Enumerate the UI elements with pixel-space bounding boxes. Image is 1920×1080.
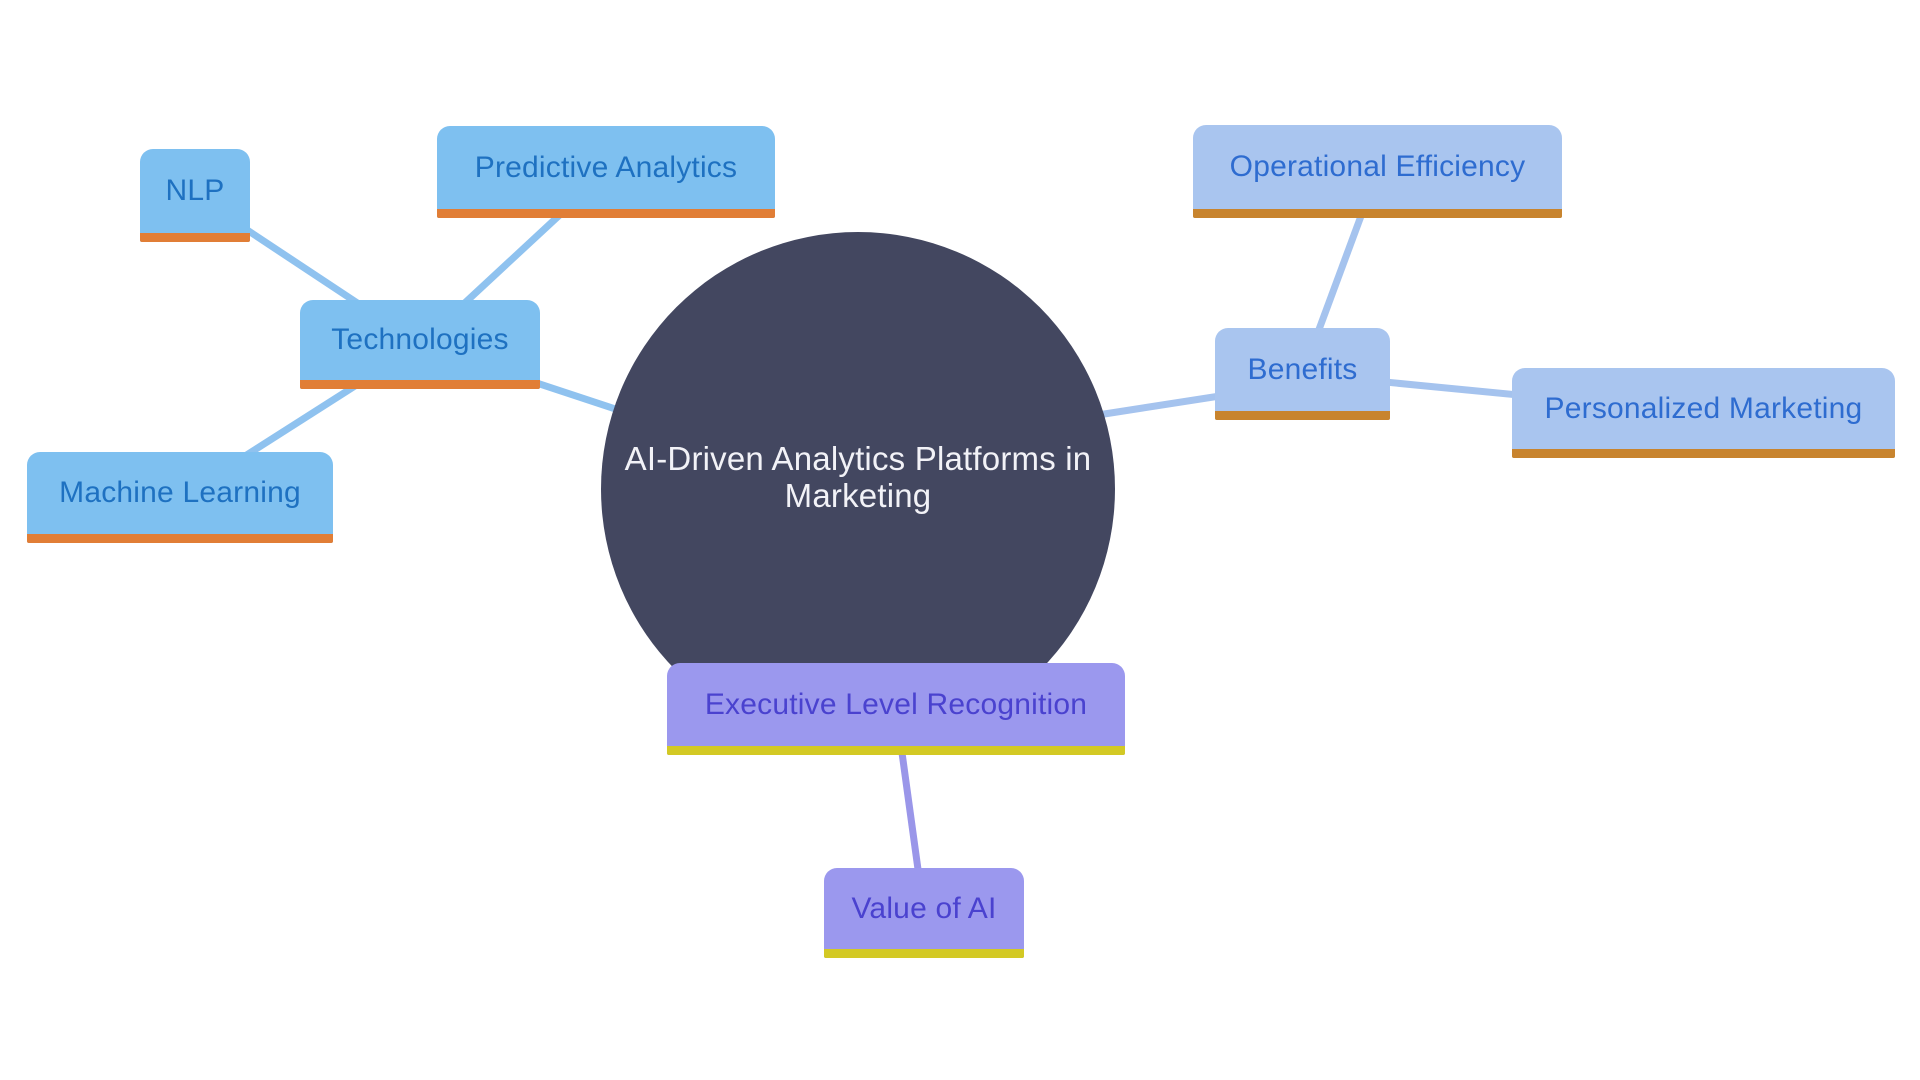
node-accent-bar <box>437 209 775 218</box>
node-label-area: NLP <box>140 149 250 233</box>
node-label-area: Predictive Analytics <box>437 126 775 209</box>
node-predictive-analytics[interactable]: Predictive Analytics <box>437 126 775 218</box>
node-label: Value of AI <box>851 891 997 925</box>
node-label-area: Value of AI <box>824 868 1024 949</box>
node-label: Personalized Marketing <box>1544 391 1863 425</box>
node-machine-learning[interactable]: Machine Learning <box>27 452 333 543</box>
node-personalized-marketing[interactable]: Personalized Marketing <box>1512 368 1895 458</box>
node-value-of-ai[interactable]: Value of AI <box>824 868 1024 958</box>
node-technologies[interactable]: Technologies <box>300 300 540 389</box>
node-label: NLP <box>165 174 225 207</box>
node-label-area: Benefits <box>1215 328 1390 411</box>
node-accent-bar <box>1215 411 1390 420</box>
node-label: Predictive Analytics <box>474 150 738 184</box>
node-accent-bar <box>27 534 333 543</box>
node-label: Machine Learning <box>59 476 301 509</box>
central-node[interactable]: AI-Driven Analytics Platforms in Marketi… <box>601 232 1115 746</box>
node-label: Technologies <box>331 323 509 356</box>
node-accent-bar <box>300 380 540 389</box>
node-accent-bar <box>1193 209 1562 218</box>
node-label: Executive Level Recognition <box>704 687 1088 721</box>
node-benefits[interactable]: Benefits <box>1215 328 1390 420</box>
node-executive-level-recognition[interactable]: Executive Level Recognition <box>667 663 1125 755</box>
node-label-area: Machine Learning <box>27 452 333 534</box>
node-accent-bar <box>667 746 1125 755</box>
node-label-area: Personalized Marketing <box>1512 368 1895 449</box>
node-label: Benefits <box>1247 352 1358 386</box>
node-accent-bar <box>1512 449 1895 458</box>
node-label-area: Operational Efficiency <box>1193 125 1562 209</box>
node-accent-bar <box>824 949 1024 958</box>
node-operational-efficiency[interactable]: Operational Efficiency <box>1193 125 1562 218</box>
node-label: Operational Efficiency <box>1229 150 1526 183</box>
node-label-area: Technologies <box>300 300 540 380</box>
node-label-area: Executive Level Recognition <box>667 663 1125 746</box>
central-node-label: AI-Driven Analytics Platforms in Marketi… <box>624 440 1092 514</box>
node-accent-bar <box>140 233 250 242</box>
node-nlp[interactable]: NLP <box>140 149 250 242</box>
